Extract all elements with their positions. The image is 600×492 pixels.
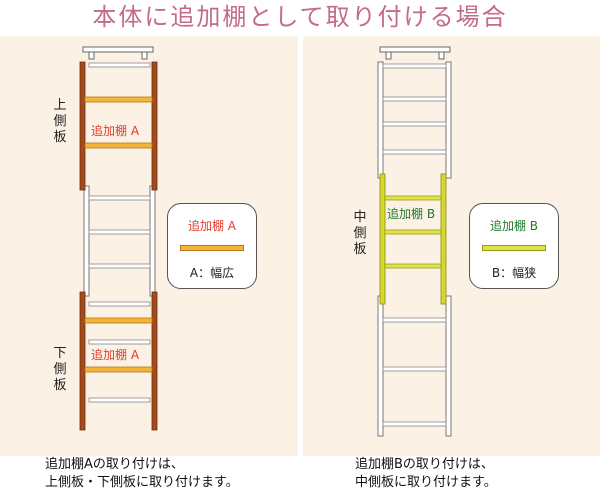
middle-side-board-left	[379, 173, 386, 305]
shelf-b	[384, 195, 442, 201]
left-caption: 追加棚Aの取り付けは、 上側板・下側板に取り付けます。	[45, 456, 239, 492]
right-caption-line1: 追加棚Bの取り付けは、	[355, 457, 494, 472]
middle-side-board-label: 中側板	[350, 210, 370, 258]
shelf-a-label-upper: 追加棚 A	[91, 124, 140, 138]
lower-side-board-left	[79, 291, 86, 431]
right-rack	[377, 46, 452, 437]
lower-side-board-label: 下側板	[50, 346, 70, 394]
shelf-b-width-note: B：幅狭	[491, 266, 537, 280]
left-caption-line2: 上側板・下側板に取り付けます。	[45, 475, 239, 490]
shelf-b	[384, 229, 442, 235]
shelf-b-card-title: 追加棚 B	[489, 219, 539, 233]
shelf-a	[84, 317, 153, 324]
upper-side-board-left	[79, 61, 86, 191]
shelf-a-card-bar	[180, 245, 244, 251]
right-caption: 追加棚Bの取り付けは、 中側板に取り付けます。	[355, 456, 497, 492]
shelf-b-card: 追加棚 B B：幅狭	[469, 203, 559, 289]
shelf-a-width-note: A：幅広	[189, 266, 235, 280]
lower-side-board-right	[151, 291, 158, 431]
shelf-a-card: 追加棚 A A：幅広	[167, 203, 257, 289]
shelf-a	[84, 366, 153, 373]
shelf-b-card-bar	[482, 245, 546, 251]
right-caption-line2: 中側板に取り付けます。	[355, 475, 497, 490]
page-title: 本体に追加棚として取り付ける場合	[92, 3, 508, 31]
upper-side-board-label: 上側板	[50, 98, 70, 146]
left-caption-line1: 追加棚Aの取り付けは、	[45, 457, 184, 472]
lower-side-board-label-text: 下側板	[53, 346, 67, 393]
middle-side-board-right	[440, 173, 447, 305]
shelf-a-card-title: 追加棚 A	[187, 219, 237, 233]
shelf-a-label-lower: 追加棚 A	[91, 348, 140, 362]
shelf-a	[84, 142, 153, 149]
left-rack	[79, 46, 158, 431]
middle-side-board-label-text: 中側板	[353, 210, 367, 257]
shelf-a	[84, 96, 153, 103]
shelf-b-label: 追加棚 B	[387, 207, 436, 221]
upper-side-board-right	[151, 61, 158, 191]
shelf-b	[384, 263, 442, 269]
upper-side-board-label-text: 上側板	[53, 98, 67, 145]
panel-divider	[298, 36, 303, 456]
